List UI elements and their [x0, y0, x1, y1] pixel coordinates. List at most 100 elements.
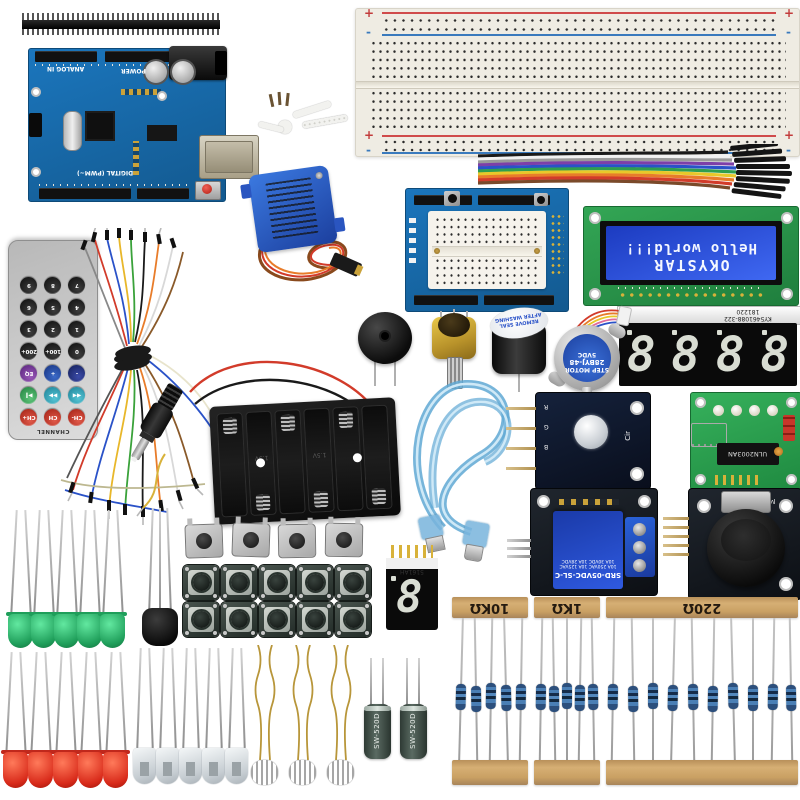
- shield-header-top-2: [478, 195, 550, 205]
- usb-cable-loops: [413, 379, 512, 536]
- stepper-line2: 28BYJ-48: [569, 358, 605, 366]
- relay-cube: SRD-05VDC-SL-C 10A 250VAC 10A 125VAC 10A…: [553, 511, 623, 589]
- buzzer-pin: [394, 360, 396, 386]
- terminal-screw: [633, 523, 646, 536]
- led-leg: [148, 647, 154, 749]
- led-leg: [182, 647, 188, 749]
- tilt-pin: [418, 658, 420, 706]
- mini-breadboard-holes-top: [434, 216, 540, 244]
- lcd-line1: OKYSTAR: [652, 256, 730, 274]
- display1-body: 5161AH 8: [386, 558, 438, 630]
- green-led: [77, 614, 102, 648]
- lcd-pin-row: [618, 291, 764, 299]
- white-led: [156, 748, 179, 784]
- led-leg: [30, 652, 38, 754]
- rainbow-jumper-ribbon: [478, 144, 792, 199]
- uln-hole: [695, 474, 706, 485]
- resistor: [785, 617, 797, 763]
- minus-mark: -: [366, 143, 371, 157]
- white-led: [179, 748, 202, 784]
- component-leg: [148, 507, 154, 611]
- display4-date-code: 181220: [736, 308, 760, 315]
- green-led-row: [5, 510, 135, 650]
- tilt-band: [364, 706, 391, 711]
- resistor: [455, 617, 467, 763]
- relay-rating2: 10A 30VDC 10A 28VDC: [561, 558, 615, 563]
- uln-ic: ULN2003AN: [717, 443, 779, 465]
- resistor: [607, 617, 619, 763]
- rgb-led-dome: [574, 415, 608, 449]
- led-anvil: [209, 762, 218, 776]
- battery-spring: [313, 490, 329, 508]
- green-led: [31, 614, 56, 648]
- display1-digit: 8: [396, 572, 423, 623]
- active-buzzer: REMOVE SEAL AFTER WASHING: [488, 304, 550, 394]
- display4-digit: 8: [715, 326, 745, 383]
- icsp-header: [29, 113, 42, 137]
- remote-btn-9: 9: [20, 277, 38, 294]
- seven-segment-4digit: KY5461088-322 181220 8 8 8 8: [617, 306, 800, 388]
- stray-yellow-wire: [136, 453, 166, 517]
- led-leg: [10, 510, 18, 614]
- battery-spring: [371, 487, 387, 505]
- led-leg: [24, 510, 32, 614]
- tilt-pin: [382, 658, 384, 706]
- servo-screw: [285, 92, 290, 107]
- proto-shield: [405, 188, 569, 312]
- arduino-header-top-1: [35, 51, 97, 62]
- resistor: [515, 617, 527, 763]
- arduino-pin-labels-top: [35, 64, 193, 66]
- to92-component: [140, 507, 180, 648]
- arduino-uno-board: ANALOG IN POWER DIGITAL (PWM~): [28, 46, 259, 202]
- module-pin: [663, 553, 689, 556]
- led-leg: [69, 652, 77, 754]
- shield-button-1: [444, 191, 460, 206]
- rgb-pin-label-g: G: [544, 423, 549, 430]
- shield-header-bottom-2: [484, 295, 554, 305]
- pot-pin: [440, 311, 442, 319]
- plus-mark: +: [784, 128, 795, 142]
- resistor: [587, 617, 599, 763]
- white-led: [202, 748, 225, 784]
- led-leg: [205, 647, 211, 749]
- led-leg: [240, 647, 246, 749]
- led-leg: [19, 652, 27, 754]
- battery-spring: [280, 414, 296, 432]
- module-pin: [506, 447, 536, 450]
- photoresistor-body: [289, 760, 316, 785]
- rail-bottom-holes: [382, 138, 776, 152]
- led-leg: [94, 652, 102, 754]
- red-led: [3, 752, 28, 788]
- usb-serial-chip: [147, 125, 177, 141]
- tilt-switch: SW-520D: [400, 704, 427, 759]
- stepper-motor: STEP MOTOR 28BYJ-48 5VDC: [546, 303, 632, 397]
- module-pin: [507, 547, 531, 550]
- battery-holder-6aa: 1.5V 1.5V: [209, 397, 401, 525]
- passive-buzzer: [358, 312, 414, 388]
- led-leg: [80, 652, 88, 754]
- arduino-pin-labels-bottom: [39, 184, 189, 186]
- led-anvil: [232, 762, 241, 776]
- module-pin: [663, 517, 689, 520]
- shield-button-cap: [448, 194, 457, 203]
- mounting-hole-2: [31, 167, 41, 177]
- led-leg: [102, 510, 110, 614]
- resistor: [562, 618, 572, 762]
- mounting-hole-1: [31, 87, 41, 97]
- plus-mark: +: [364, 128, 375, 142]
- remote-btn-200plus: 200+: [20, 343, 38, 360]
- uln-hole: [786, 397, 797, 408]
- rgb-pin-label-r: R: [544, 403, 549, 410]
- capacitor-2: [172, 61, 194, 83]
- uln-led: [713, 405, 724, 416]
- breadboard-830: + + - - + + - -: [355, 6, 800, 157]
- tactile-button-6mm: [277, 517, 317, 559]
- led-leg: [119, 652, 127, 754]
- shield-button-cap: [537, 196, 545, 204]
- usb-b-port-face: [205, 141, 253, 173]
- minus-mark: -: [786, 25, 791, 39]
- buzzer-pin: [518, 370, 520, 392]
- led-leg: [93, 510, 101, 614]
- tactile-button-12mm: [335, 565, 371, 600]
- joystick-hole: [697, 499, 711, 513]
